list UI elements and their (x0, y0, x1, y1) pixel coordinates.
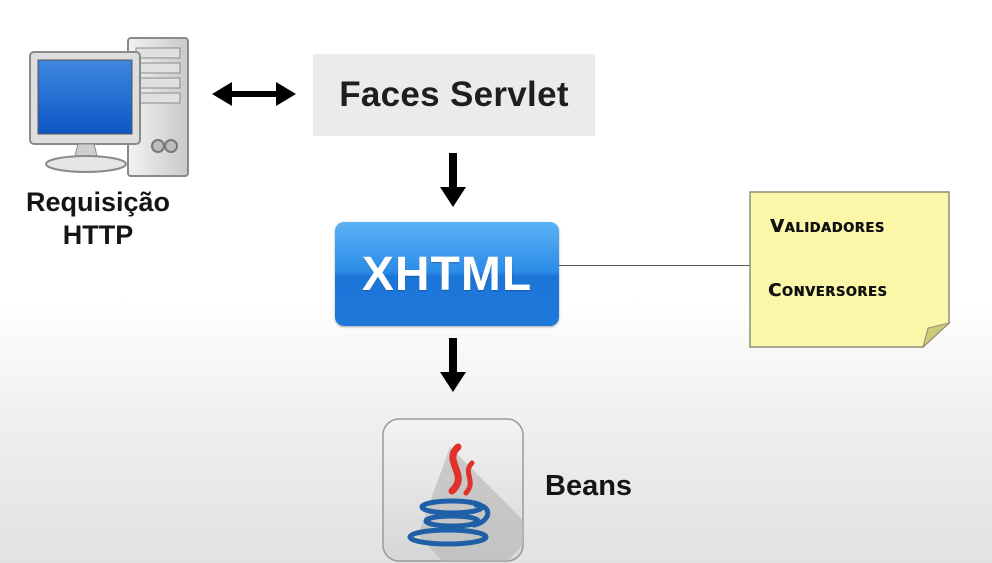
down-arrow-icon (440, 153, 466, 207)
desktop-computer-icon (29, 37, 189, 177)
xhtml-label: XHTML (361, 247, 533, 301)
note-conversores: Conversores (768, 280, 888, 301)
sticky-note (749, 191, 951, 349)
faces-servlet-label: Faces Servlet (339, 75, 569, 114)
note-validadores: Validadores (770, 216, 885, 237)
beans-label: Beans (545, 470, 633, 502)
faces-servlet-box: Faces Servlet (313, 54, 595, 136)
java-coffee-cup-icon (382, 418, 524, 562)
down-arrow-icon (440, 338, 466, 392)
connector-line (559, 265, 751, 266)
xhtml-box: XHTML (335, 222, 559, 326)
bidirectional-arrow-icon (212, 82, 296, 106)
